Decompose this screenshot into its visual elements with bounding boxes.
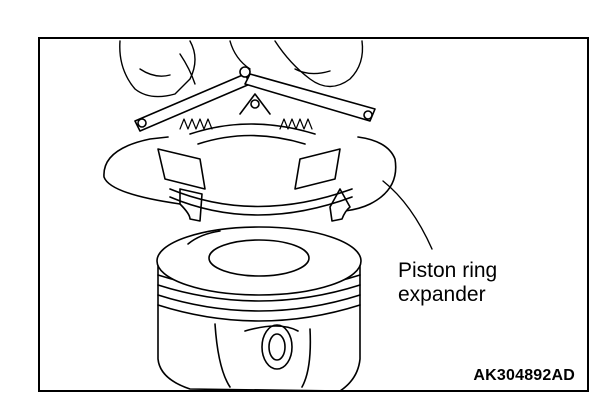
illustration [103, 40, 433, 390]
diagram-frame: Piston ring expander AK304892AD [38, 37, 589, 392]
figure-code: AK304892AD [473, 367, 575, 384]
piston [156, 226, 362, 390]
piston-ring-expander [103, 66, 397, 222]
leader-line [382, 180, 433, 250]
hands [119, 40, 364, 98]
callout-label: Piston ring expander [398, 259, 498, 306]
